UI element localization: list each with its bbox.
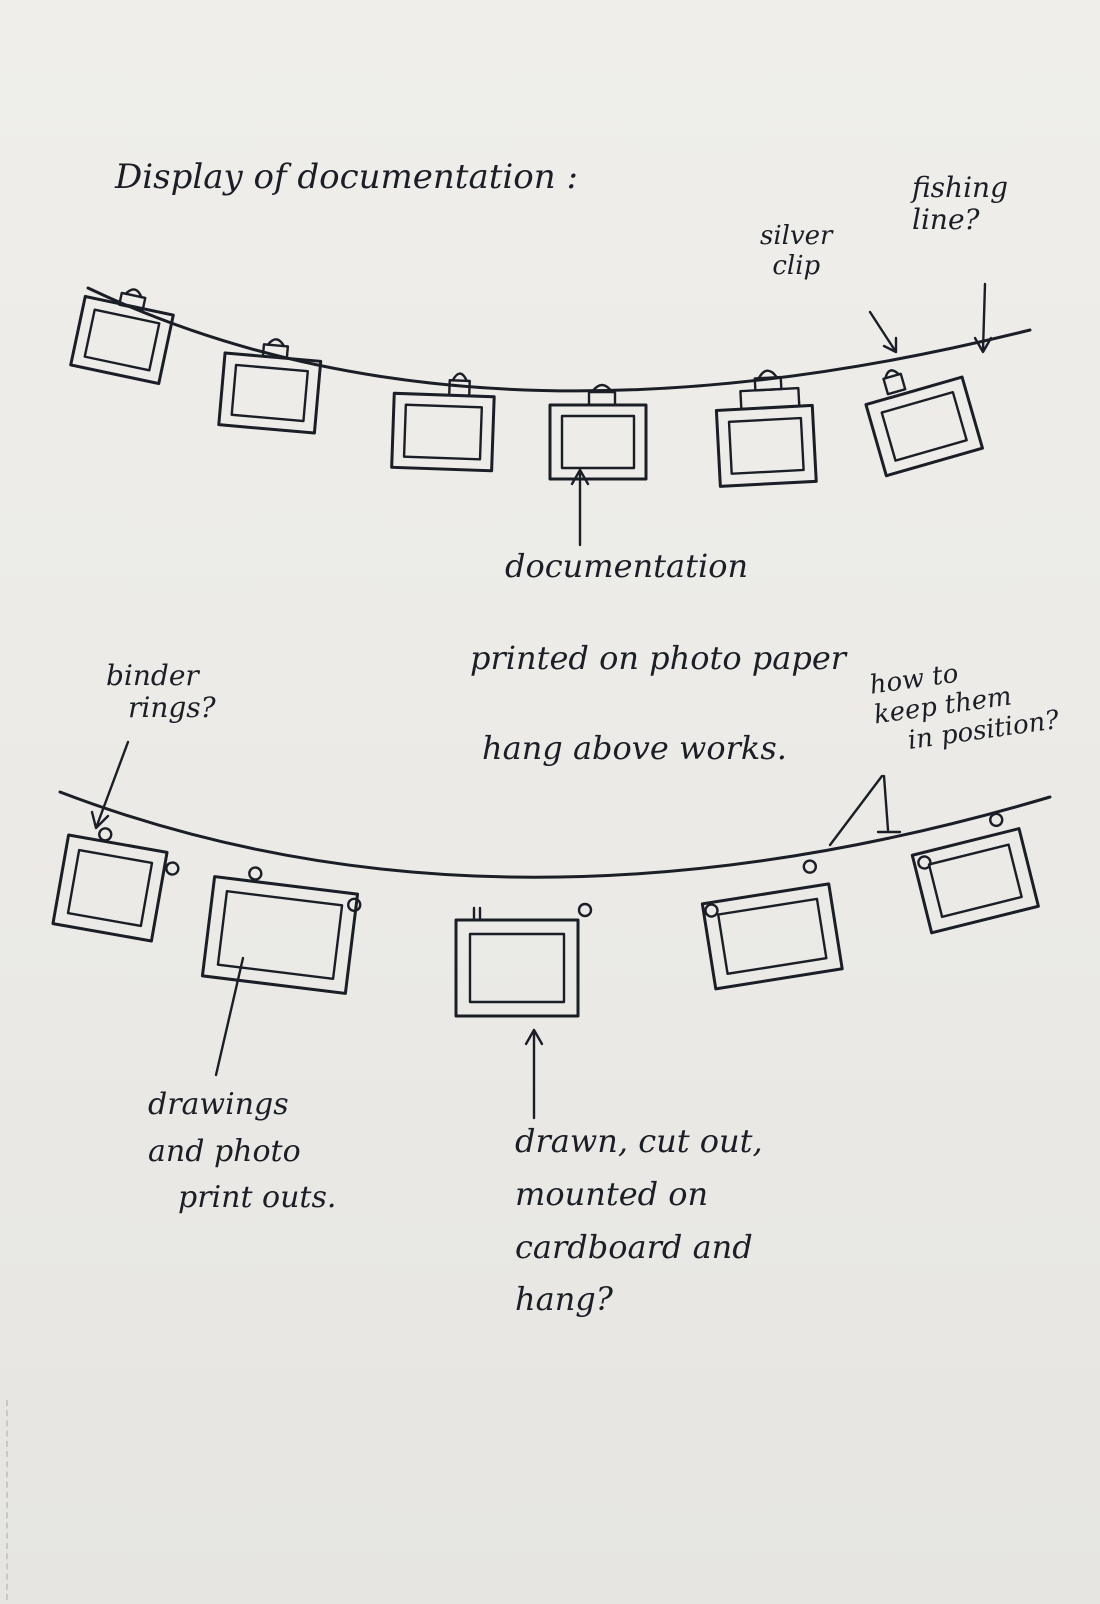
binder-rings-line-2: rings? (128, 691, 216, 725)
silver-clip-line-2: clip (772, 250, 821, 281)
arrow-binder-rings (90, 740, 130, 830)
hanging-frame-3 (390, 372, 496, 473)
arrow-documentation (570, 468, 590, 547)
fishing-line-line-2: line? (912, 203, 980, 237)
hang-above-works-note: hang above works. (482, 729, 787, 767)
hanging-frame-4 (548, 383, 648, 481)
hanging-frame-6 (864, 369, 984, 478)
title-note: Display of documentation : (115, 157, 578, 197)
hanging-frame-5 (714, 369, 818, 488)
drawings-photo-line-1: drawings (148, 1087, 289, 1122)
binder-frame-2 (200, 866, 362, 995)
fishing-line-bottom (58, 790, 1052, 879)
arrow-fishing-line (973, 282, 993, 354)
hanging-frame-2 (217, 338, 323, 435)
page-perforation (6, 1400, 8, 1600)
arrow-silver-clip (868, 310, 898, 354)
binder-rings-note: binder rings? (106, 659, 216, 725)
fishing-line-note: fishing line? (912, 171, 1008, 237)
drawings-photo-line-2: and photo (148, 1133, 301, 1169)
binder-frame-1 (51, 827, 180, 943)
drawn-cut-out-note: drawn, cut out, mounted on cardboard and… (515, 1115, 763, 1326)
drawn-cut-out-line-4: hang? (515, 1280, 613, 1319)
silver-clip-note: silver clip (760, 221, 833, 282)
drawn-cut-out-line-3: cardboard and (515, 1227, 753, 1266)
arrow-keep-position-right (876, 774, 902, 834)
drawn-cut-out-line-2: mounted on (515, 1174, 709, 1213)
binder-rings-line-1: binder (106, 659, 199, 692)
documentation-note: documentation (505, 547, 749, 585)
binder-frame-3 (454, 902, 593, 1018)
arrow-drawings-photo (214, 956, 245, 1077)
drawn-cut-out-line-1: drawn, cut out, (515, 1122, 763, 1160)
printed-on-photo-paper-note: printed on photo paper (470, 639, 847, 677)
silver-clip-line-1: silver (760, 221, 833, 251)
fishing-line-top (86, 286, 1032, 393)
drawings-photo-note: drawings and photo print outs. (148, 1082, 336, 1222)
binder-frame-4 (700, 859, 844, 991)
hanging-frame-1 (69, 288, 175, 386)
fishing-line-line-1: fishing (912, 171, 1008, 204)
arrow-drawn-cut-out (524, 1028, 544, 1120)
arrow-keep-position-left (828, 774, 884, 847)
binder-frame-5 (910, 812, 1040, 935)
drawings-photo-line-3: print outs. (178, 1180, 337, 1215)
